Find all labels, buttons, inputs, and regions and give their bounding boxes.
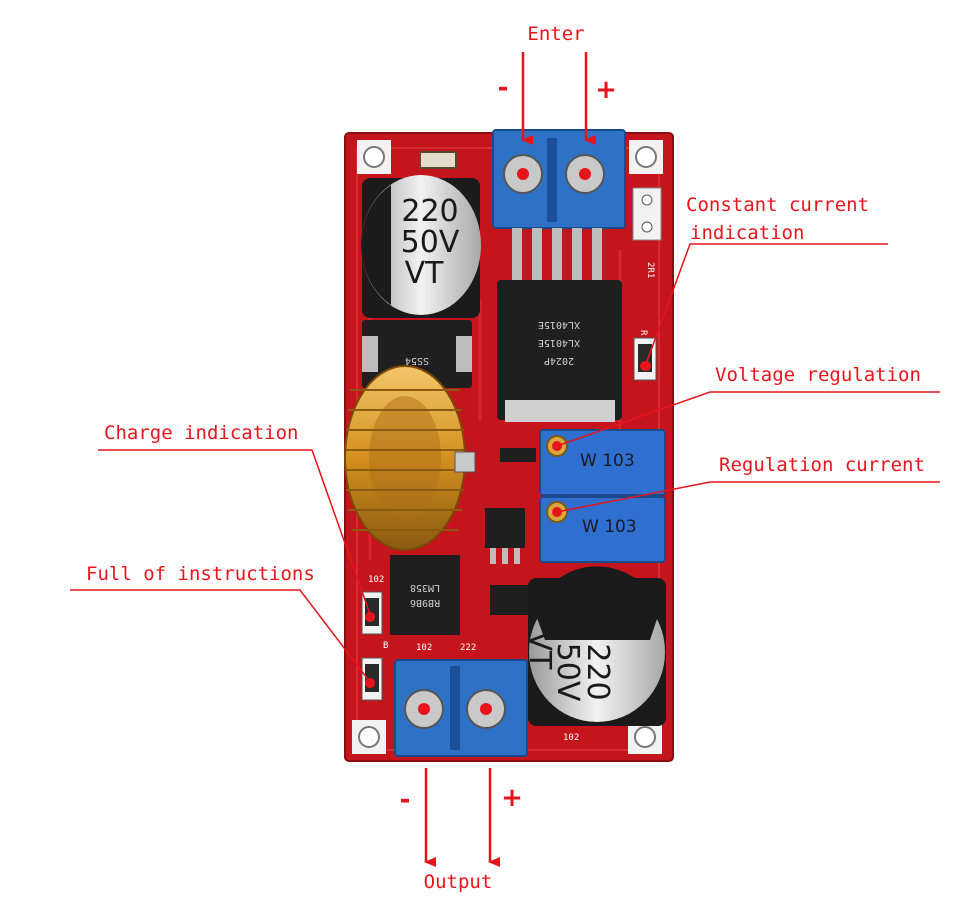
capacitor-bottom-value: 220: [580, 643, 615, 700]
full-instructions-dot: [365, 678, 375, 688]
regulator-chip: XL4015E XL4015E 2024P: [497, 228, 622, 422]
charge-indication-leader: [98, 449, 371, 615]
silk-b: B: [383, 641, 388, 651]
regulation-current-label: Regulation current: [719, 454, 925, 476]
output-plus-sign: +: [501, 783, 523, 813]
transistor: [485, 508, 525, 564]
opamp-line-1: LM358: [410, 582, 440, 593]
charge-indication-dot: [365, 612, 375, 622]
input-minus-sign: -: [498, 73, 509, 103]
capacitor-bottom-voltage: 50V: [550, 643, 585, 702]
silk-r: R: [638, 330, 648, 336]
voltage-regulation-leader: [556, 391, 940, 447]
smd-transistor: [490, 585, 528, 615]
voltage-regulation-label: Voltage regulation: [715, 364, 921, 386]
mounting-hole: [629, 140, 663, 174]
pot-bottom-label: W 103: [582, 517, 637, 537]
constant-current-label-line2: indication: [690, 222, 804, 244]
capacitor-top-value: 220: [401, 194, 458, 229]
mounting-hole: [352, 720, 386, 754]
voltage-regulation-dot: [552, 441, 562, 451]
opamp-line-2: RB9B6: [410, 597, 440, 608]
output-terminal-block: [394, 659, 528, 757]
regulation-current-leader: [556, 481, 940, 513]
smd-resistor: [419, 151, 457, 169]
output-plus-marker: [480, 703, 492, 715]
opamp-chip: LM358 RB9B6: [390, 555, 460, 635]
full-instructions-label: Full of instructions: [86, 563, 315, 585]
capacitor-top-voltage: 50V: [401, 225, 460, 260]
constant-current-dot: [641, 361, 651, 371]
capacitor-top-series: VT: [405, 256, 445, 291]
input-minus-marker: [517, 168, 529, 180]
chip-line-3: 2024P: [544, 355, 574, 366]
constant-current-leader: [645, 243, 888, 365]
constant-current-label-line1: Constant current: [686, 194, 869, 216]
diode-label: SS54: [405, 355, 429, 366]
silk-102c: 102: [563, 733, 579, 743]
capacitor-bottom: 220 50V VT: [522, 566, 666, 726]
silk-222: 222: [460, 643, 476, 653]
output-minus-marker: [418, 703, 430, 715]
capacitor-top: 220 50V VT: [361, 175, 481, 318]
input-plus-marker: [579, 168, 591, 180]
mounting-hole: [357, 140, 391, 174]
potentiometer-voltage: W 103: [539, 429, 666, 496]
pot-top-label: W 103: [580, 451, 635, 471]
input-terminal-block: [492, 129, 626, 229]
silk-102b: 102: [416, 643, 432, 653]
full-instructions-leader: [70, 589, 371, 683]
input-label: Enter: [527, 23, 584, 45]
chip-line-1: XL4015E: [538, 319, 580, 330]
indicator-pads-top-right: [632, 187, 662, 241]
chip-line-2: XL4015E: [538, 337, 580, 348]
silk-2r1: 2R1: [645, 262, 655, 278]
regulation-current-dot: [552, 507, 562, 517]
output-minus-sign: -: [400, 785, 411, 815]
input-plus-sign: +: [595, 75, 617, 105]
smd-pair: [500, 448, 536, 462]
silk-102a: 102: [368, 575, 384, 585]
charge-indication-label: Charge indication: [104, 422, 298, 444]
potentiometer-current: W 103: [539, 496, 666, 563]
output-label: Output: [424, 871, 493, 893]
inductor-coil: [344, 365, 476, 551]
